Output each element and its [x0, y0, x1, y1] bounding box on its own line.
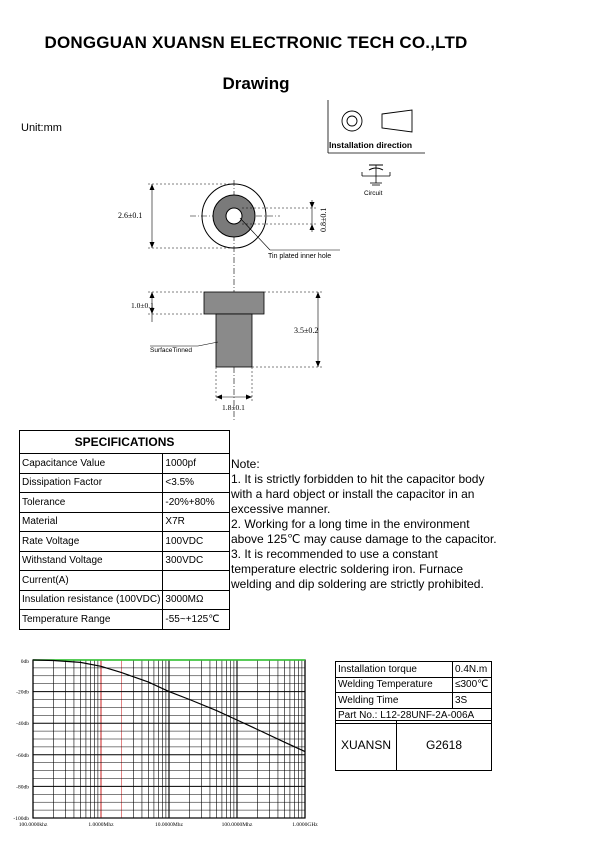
frequency-response-chart: 0db -20db -40db -60db -80db -100db 100.0000kh… [13, 659, 319, 828]
spec-label: Withstand Voltage [18, 550, 164, 571]
table-row: Part No.: L12-28UNF-2A-006A [335, 707, 492, 724]
spec-value: -20%+80% [162, 492, 230, 513]
spec-value: -55~+125℃ [162, 609, 230, 630]
spec-value [162, 570, 230, 591]
info-label: Welding Time [335, 692, 453, 709]
note-item: 2. Working for a long time in the enviro… [231, 517, 497, 546]
spec-value: 3000MΩ [162, 589, 230, 610]
notes-block: Note: 1. It is strictly forbidden to hit… [231, 457, 499, 592]
company-name: DONGGUAN XUANSN ELECTRONIC TECH CO.,LTD [44, 33, 468, 52]
unit-label: Unit:mm [21, 122, 62, 134]
table-row: Current(A) [18, 570, 230, 591]
y-tick-label: 0db [21, 659, 30, 665]
info-value: 0.4N.m [452, 661, 492, 678]
x-tick-label: 1.0000Mhz [88, 822, 114, 828]
spec-label: Insulation resistance (100VDC) [18, 589, 164, 610]
installation-direction-box: Installation direction [327, 100, 425, 154]
x-tick-label: 100.0000Mhz [222, 822, 253, 828]
spec-value: 1000pf [162, 453, 230, 474]
attenuation-curve [32, 659, 306, 753]
info-value: ≤300℃ [452, 676, 492, 693]
x-tick-label: 1.0000GHz [292, 822, 318, 828]
dim-hole: 0.8±0.1 [319, 208, 328, 232]
spec-label: Capacitance Value [18, 453, 164, 474]
top-view-icon [341, 110, 363, 132]
spec-label: Rate Voltage [18, 531, 164, 552]
spec-label: Dissipation Factor [18, 472, 164, 493]
capacitor-symbol-icon: Circuit [361, 164, 391, 197]
model-number: G2618 [425, 738, 463, 752]
spec-value: 100VDC [162, 531, 230, 552]
brand-box: XUANSN G2618 [335, 720, 492, 771]
surface-tinned-label: SurfaceTinned [150, 347, 192, 354]
installation-direction-label: Installation direction [329, 140, 412, 150]
x-tick-label: 100.0000khz [19, 822, 48, 828]
x-tick-label: 10.0000Mhz [155, 822, 184, 828]
side-view: 1.0±0.1 3.5±0.2 SurfaceTinned 1.8±0.1 [131, 291, 322, 412]
notes-title: Note: [231, 457, 260, 471]
top-view: 2.6±0.1 0.8±0.1 Tin plated inner hole [118, 180, 340, 420]
part-number: Part No.: L12-28UNF-2A-006A [335, 707, 492, 724]
table-row: Insulation resistance (100VDC)3000MΩ [18, 589, 230, 610]
y-tick-label: -100db [13, 816, 29, 822]
technical-drawing: Installation direction Circuit 2.6±0.1 [118, 100, 425, 420]
side-view-icon [381, 109, 413, 133]
spec-label: Temperature Range [18, 609, 164, 630]
y-tick-label: -80db [16, 784, 29, 790]
y-tick-label: -40db [16, 721, 29, 727]
spec-label: Current(A) [18, 570, 164, 591]
x-axis-ticks: 100.0000khz 1.0000Mhz 10.0000Mhz 100.0000Mh… [19, 822, 319, 828]
spec-label: Material [18, 511, 164, 532]
brand-name: XUANSN [336, 721, 397, 770]
info-label: Installation torque [335, 661, 453, 678]
dim-head-height: 1.0±0.1 [131, 301, 154, 310]
y-tick-label: -60db [16, 753, 29, 759]
spec-value: X7R [162, 511, 230, 532]
table-row: Temperature Range-55~+125℃ [18, 609, 230, 630]
info-label: Welding Temperature [335, 676, 453, 693]
chart-grid [32, 659, 306, 819]
dim-top-diameter: 2.6±0.1 [118, 211, 142, 220]
note-item: 3. It is recommended to use a constant t… [231, 547, 484, 591]
page-title: Drawing [222, 74, 290, 93]
y-tick-label: -20db [16, 690, 29, 696]
table-row: Welding Temperature≤300℃ [335, 676, 492, 693]
table-row: Dissipation Factor<3.5% [18, 472, 230, 493]
spec-value: 300VDC [162, 550, 230, 571]
spec-value: <3.5% [162, 472, 230, 493]
chart-series [32, 659, 306, 753]
info-value: 3S [452, 692, 492, 709]
table-row: Tolerance-20%+80% [18, 492, 230, 513]
spec-label: Tolerance [18, 492, 164, 513]
circuit-label: Circuit [364, 190, 383, 197]
specifications-title: SPECIFICATIONS [19, 430, 230, 454]
y-axis-ticks: 0db -20db -40db -60db -80db -100db [13, 659, 29, 822]
note-item: 1. It is strictly forbidden to hit the c… [231, 472, 485, 516]
tin-plated-label: Tin plated inner hole [268, 253, 331, 260]
dim-total-height: 3.5±0.2 [294, 326, 318, 335]
dim-body-width: 1.8±0.1 [222, 403, 245, 412]
